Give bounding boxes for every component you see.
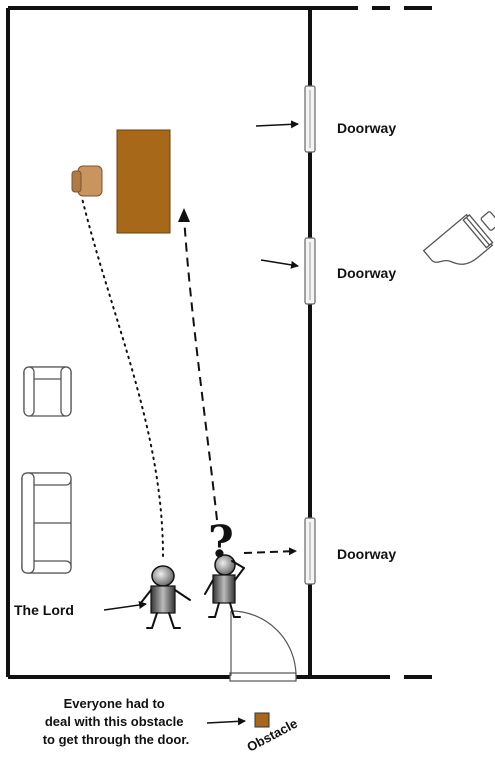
the-lord-figure	[139, 565, 191, 629]
bottom-door	[229, 610, 297, 682]
doorway-arrow-middle	[260, 259, 299, 269]
desk	[116, 129, 171, 234]
chair	[71, 165, 103, 197]
doorway-label-top: Doorway	[337, 120, 396, 136]
questioner-path-dashed	[183, 215, 218, 521]
questioner-path-arrowhead	[178, 208, 190, 222]
doorway-label-middle: Doorway	[337, 265, 396, 281]
armchair	[23, 366, 72, 417]
doorway-arrow-top	[255, 120, 299, 129]
questioning-figure	[204, 554, 245, 618]
obstacle-note-arrow	[206, 717, 246, 726]
obstacle-note-line: deal with this obstacle	[45, 714, 184, 729]
piano	[422, 211, 495, 265]
obstacle-note: Everyone had to deal with this obstacle …	[43, 696, 190, 747]
obstacle-note-line: to get through the door.	[43, 732, 190, 747]
corridor-dashed-lines	[310, 6, 432, 679]
doorway-label-bottom: Doorway	[337, 546, 396, 562]
obstacle-square	[254, 712, 270, 728]
the-lord-label: The Lord	[14, 602, 74, 618]
question-mark: ?	[208, 517, 234, 568]
obstacle-label: Obstacle	[244, 716, 300, 755]
lord-path-dotted	[81, 197, 164, 557]
the-lord-arrow	[103, 601, 147, 611]
obstacle-note-line: Everyone had to	[64, 696, 165, 711]
sofa	[21, 472, 72, 574]
doorway-arrow-bottom	[243, 547, 297, 556]
